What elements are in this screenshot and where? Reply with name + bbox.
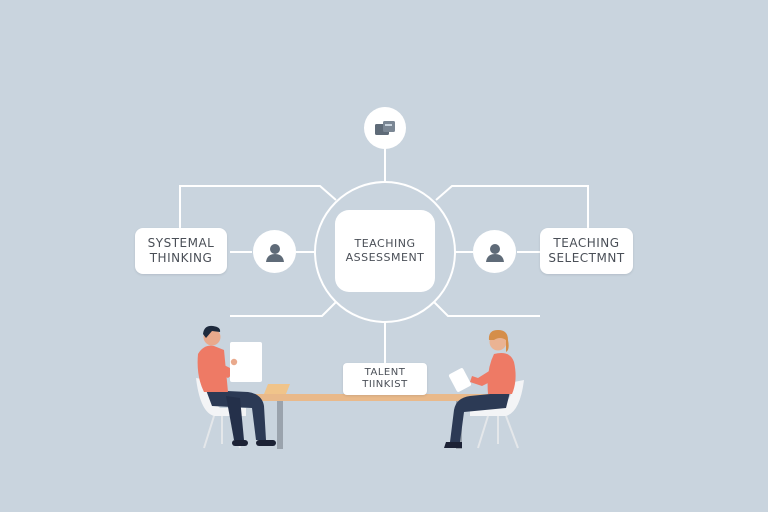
folder-icon-circle xyxy=(364,107,406,149)
connector-right-bottom xyxy=(433,301,540,317)
teaching-assessment-node: TEACHING ASSESSMENT xyxy=(335,210,435,292)
bottom-node-line1: TALENT xyxy=(364,367,406,378)
connector-left-bottom xyxy=(230,301,337,317)
connector-left-top xyxy=(179,185,337,228)
teaching-selectmnt-node: TEACHING SELECTMNT xyxy=(540,228,633,274)
folder-icon xyxy=(375,121,395,135)
person-icon-right-circle xyxy=(473,230,516,273)
center-node-line1: TEACHING xyxy=(354,237,416,250)
table-leg-left xyxy=(277,401,283,449)
person-icon-left-circle xyxy=(253,230,296,273)
left-node-line1: SYSTEMAL xyxy=(147,236,215,250)
right-node-line2: SELECTMNT xyxy=(548,251,625,265)
systemal-thinking-node: SYSTEMAL THINKING xyxy=(135,228,227,274)
left-node-line2: THINKING xyxy=(149,251,213,265)
center-node-line2: ASSESSMENT xyxy=(345,251,425,264)
person-icon xyxy=(485,243,504,262)
right-node-line1: TEACHING xyxy=(553,236,620,250)
person-left-illustration xyxy=(196,325,290,449)
person-icon xyxy=(265,243,284,262)
talent-tiinkist-node: TALENT TIINKIST xyxy=(343,363,427,395)
person-right-illustration xyxy=(444,330,524,449)
connector-right-top xyxy=(435,185,589,228)
table-top xyxy=(246,394,492,401)
bottom-node-line2: TIINKIST xyxy=(362,379,408,390)
